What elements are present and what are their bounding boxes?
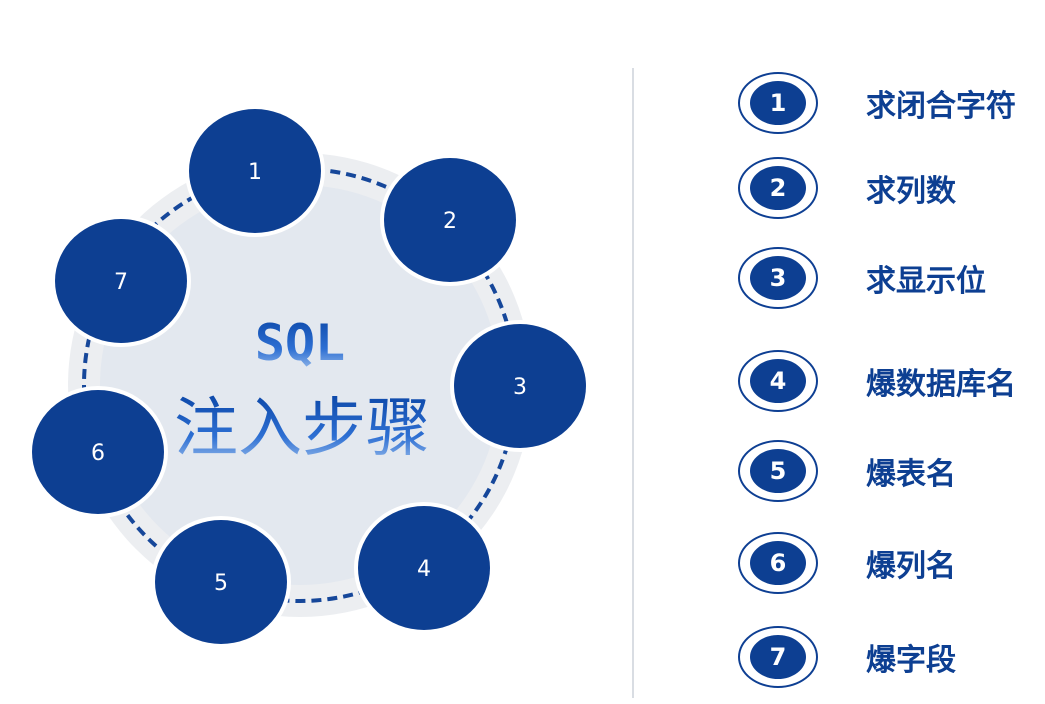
number-badge-value: 2 xyxy=(750,166,806,210)
step-node-circle xyxy=(454,324,586,448)
number-badge-value: 1 xyxy=(750,81,806,125)
center-title-main: 注入步骤 xyxy=(174,392,430,466)
number-badge: 4 xyxy=(738,350,818,412)
step-node-circle xyxy=(384,158,516,282)
cycle-diagram: 1 2 3 4 5 6 7 SQL 注入步骤 xyxy=(28,105,590,648)
legend-item-2: 2 求列数 xyxy=(738,155,1038,221)
step-node-circle xyxy=(358,506,490,630)
legend-item-6: 6 爆列名 xyxy=(738,530,1038,596)
step-node-4: 4 xyxy=(354,502,494,634)
step-node-circle xyxy=(189,109,321,233)
legend-label: 爆字段 xyxy=(866,643,956,678)
step-node-circle xyxy=(55,219,187,343)
legend-label: 爆表名 xyxy=(866,457,956,492)
step-node-number: 3 xyxy=(513,375,527,400)
number-badge: 6 xyxy=(738,532,818,594)
legend-item-3: 3 求显示位 xyxy=(738,245,1038,311)
number-badge-value: 3 xyxy=(750,256,806,300)
step-node-3: 3 xyxy=(450,320,590,452)
vertical-divider xyxy=(632,68,634,698)
legend-label: 求列数 xyxy=(866,174,956,209)
step-node-number: 2 xyxy=(443,209,457,234)
number-badge: 1 xyxy=(738,72,818,134)
number-badge: 3 xyxy=(738,247,818,309)
number-badge-value: 6 xyxy=(750,541,806,585)
legend-label: 求显示位 xyxy=(866,264,986,299)
number-badge: 7 xyxy=(738,626,818,688)
center-title-sql: SQL xyxy=(255,314,345,372)
step-node-number: 7 xyxy=(114,270,128,295)
legend-item-4: 4 爆数据库名 xyxy=(738,348,1038,414)
step-node-number: 6 xyxy=(91,441,105,466)
step-nodes: 1 2 3 4 5 6 7 xyxy=(28,105,590,648)
step-node-1: 1 xyxy=(185,105,325,237)
step-node-7: 7 xyxy=(51,215,191,347)
legend-label: 爆数据库名 xyxy=(866,367,1016,402)
legend-item-7: 7 爆字段 xyxy=(738,624,1038,690)
step-node-circle xyxy=(32,390,164,514)
number-badge-value: 4 xyxy=(750,359,806,403)
step-legend: 1 求闭合字符 2 求列数 3 求显示位 4 爆数据库名 5 爆表名 6 爆列名 7 爆字段 xyxy=(738,0,1038,704)
number-badge: 2 xyxy=(738,157,818,219)
step-node-2: 2 xyxy=(380,154,520,286)
legend-item-5: 5 爆表名 xyxy=(738,438,1038,504)
step-node-number: 1 xyxy=(248,160,262,185)
step-node-number: 5 xyxy=(214,571,228,596)
legend-label: 爆列名 xyxy=(866,549,956,584)
legend-item-1: 1 求闭合字符 xyxy=(738,70,1038,136)
number-badge: 5 xyxy=(738,440,818,502)
inner-disc xyxy=(100,185,500,585)
number-badge-value: 5 xyxy=(750,449,806,493)
step-node-number: 4 xyxy=(417,557,431,582)
step-node-circle xyxy=(155,520,287,644)
number-badge-value: 7 xyxy=(750,635,806,679)
step-node-6: 6 xyxy=(28,386,168,518)
legend-label: 求闭合字符 xyxy=(866,89,1016,124)
step-node-5: 5 xyxy=(151,516,291,648)
